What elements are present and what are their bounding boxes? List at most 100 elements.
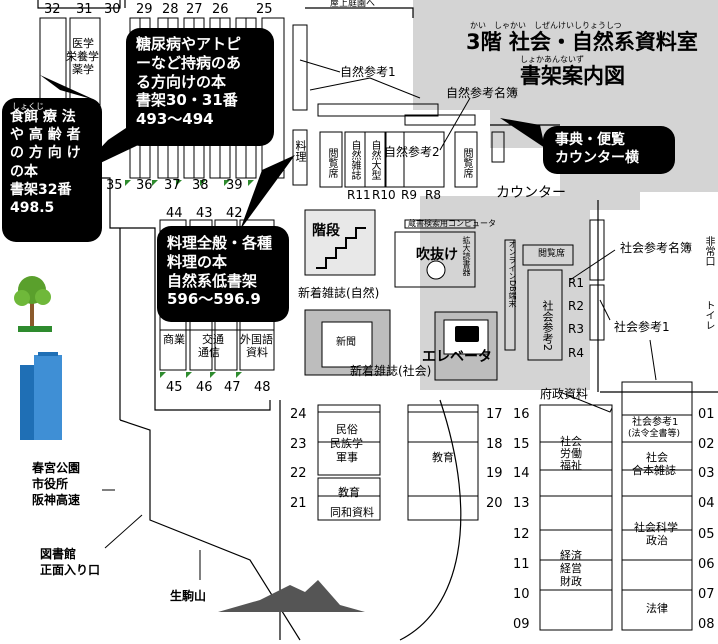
society-label: 労働 (560, 447, 582, 460)
shelf-number: 14 (513, 466, 530, 481)
corner-markers (125, 180, 254, 378)
shelf-number: 20 (486, 496, 503, 511)
social-collected-label: 合本雑誌 (632, 464, 676, 477)
catalog-pc-label: 蔵書検索用コンピュータ (408, 219, 496, 228)
pointer-lines (102, 59, 657, 580)
elevator-label: エレベータ (422, 349, 492, 365)
counter-label: カウンター (496, 185, 566, 201)
online-db-label: オンラインDB端末 (508, 240, 517, 308)
shelf-number-r: R1 (568, 276, 584, 290)
shelf-number: 35 (106, 178, 123, 193)
center-structures (292, 24, 605, 381)
callout-elderly-line: 食餌 療 法 (10, 109, 76, 125)
nature-large-label: 自然大型 (369, 140, 380, 180)
folklore-label: 民族学 (330, 437, 363, 450)
social-science-label: 政治 (646, 534, 668, 547)
shelf-number: 40 (256, 178, 273, 193)
shelf-number: 11 (513, 557, 530, 572)
shelf-number-r: R8 (425, 188, 441, 202)
park-directions: 春宮公園 (32, 461, 81, 475)
education-label-2: 教育 (432, 451, 454, 464)
callout-cooking-line: 料理の本 (167, 252, 228, 271)
shelf-number: 15 (513, 437, 530, 452)
entrance-label: 正面入り口 (40, 563, 101, 577)
society-label: 福祉 (560, 459, 582, 472)
shelf-number: 02 (698, 437, 715, 452)
callout-counter: 事典・便覧 カウンター横 (543, 126, 675, 174)
callout-cooking: 料理全般・各種 料理の本 自然系低書架 596〜596.9 (157, 226, 289, 322)
nature-ref-2-label: 自然参考2 (384, 145, 440, 159)
emergency-exit-label: 非常口 (703, 236, 714, 266)
social-ref-1-label: 社会参考1 (614, 320, 670, 334)
page-subtitle: 書架案内図 (520, 64, 625, 88)
callout-medical-line: 糖尿病やアトピ (136, 35, 242, 53)
medical-shelf-label: 医学 (72, 37, 94, 50)
shelf-number: 10 (513, 587, 530, 602)
gov-docs-label: 府政資料 (540, 387, 589, 401)
transport-label: 通信 (198, 346, 220, 359)
staff-area (413, 0, 718, 390)
shelf-number-r: R9 (401, 188, 417, 202)
viewing-seat-label-2: 閲覧席 (461, 148, 472, 178)
callout-cooking-line: 自然系低書架 (167, 271, 258, 290)
shelf-number: 07 (698, 587, 715, 602)
title-ruby: かい しゃかい しぜんけいしりょうしつ (470, 21, 622, 30)
shelf-number: 17 (486, 407, 503, 422)
shelf-number: 01 (698, 407, 715, 422)
shelf-number: 46 (196, 380, 213, 395)
shelf-number: 18 (486, 437, 503, 452)
void-label: 吹抜け (416, 247, 458, 263)
shelf-number: 48 (254, 380, 271, 395)
shelf-number: 38 (192, 178, 209, 193)
shelf-number: 23 (290, 437, 307, 452)
callout-medical-line: ーなど持病のあ (136, 53, 242, 72)
shelf-number: 26 (212, 2, 229, 17)
callout-elderly-line: の本 (10, 163, 38, 180)
shelf-number-r: R3 (568, 322, 584, 336)
shelf-number: 43 (196, 206, 213, 221)
page-title: 3階 社会・自然系資料室 (466, 30, 698, 54)
tree-icon (14, 276, 52, 332)
folklore-label: 軍事 (336, 451, 358, 464)
shelf-number-r: R10 (372, 188, 396, 202)
shelf-number: 27 (186, 2, 203, 17)
building-icon (20, 352, 62, 440)
bulletin-label: 拡大読書器 (462, 236, 471, 276)
dowa-label: 同和資料 (330, 506, 374, 519)
shelf-number: 25 (256, 2, 273, 17)
newspaper-label: 新聞 (336, 337, 356, 348)
shelf-number: 30 (104, 2, 121, 17)
shelf-number: 24 (290, 407, 307, 422)
callout-elderly-line: 498.5 (10, 199, 55, 216)
transport-label: 交通 (202, 333, 224, 346)
callout-cooking-line: 596〜596.9 (167, 290, 261, 309)
callout-elderly-line: の 方 向 け (10, 145, 81, 162)
viewing-seat-label: 閲覧席 (326, 148, 337, 178)
callout-counter-line: カウンター横 (555, 149, 639, 166)
social-collected-label: 社会 (646, 451, 668, 464)
shelf-number-r: R4 (568, 346, 584, 360)
callout-medical-line: る方向けの本 (136, 72, 227, 91)
shelf-number: 31 (76, 2, 93, 17)
callout-counter-line: 事典・便覧 (555, 132, 625, 148)
cooking-v-label: 料理 (294, 140, 307, 162)
mountain-label: 生駒山 (170, 589, 207, 603)
medical-shelf-label: 薬学 (72, 63, 94, 76)
callout-elderly-line: や 高 齢 者 (10, 127, 81, 144)
walls (8, 0, 718, 641)
subtitle-ruby: しょかあんないず (520, 55, 584, 64)
roof-label: 屋上庭園へ (330, 0, 376, 9)
shelf-number: 42 (226, 206, 243, 221)
toilet-label: トイレ (703, 300, 714, 330)
new-mag-nature-label: 新着雑誌(自然) (298, 286, 380, 300)
callout-medical-line: 書架30・31番 (136, 91, 238, 110)
shelf-number: 04 (698, 496, 715, 511)
elevator-icon (455, 326, 479, 342)
shelf-number: 05 (698, 527, 715, 542)
callout-medical-line: 493〜494 (136, 110, 214, 128)
shelf-number: 39 (226, 178, 243, 193)
shelf-number: 45 (166, 380, 183, 395)
shelf-number: 47 (224, 380, 241, 395)
nature-ref-names-label: 自然参考名簿 (446, 86, 519, 100)
